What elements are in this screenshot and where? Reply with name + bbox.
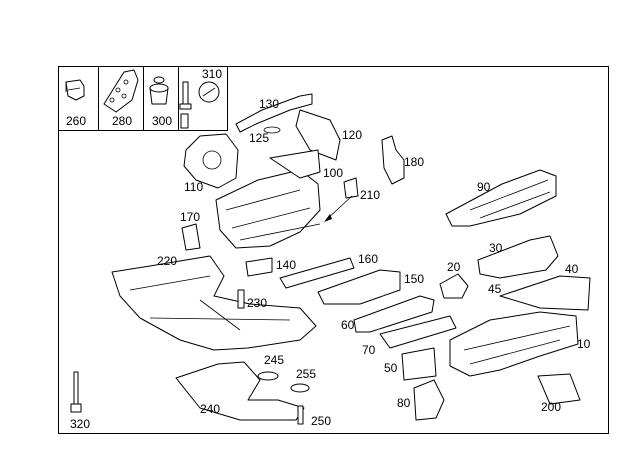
- callout-number: 150: [404, 272, 425, 286]
- bolt-250-icon: [297, 405, 304, 425]
- subframe-220-icon: [111, 255, 317, 351]
- callout-number: 170: [180, 210, 201, 224]
- callout-number: 240: [200, 402, 221, 416]
- crossmember-240-icon: [175, 361, 305, 421]
- callout-number: 230: [247, 296, 268, 310]
- rail-30-icon: [477, 235, 559, 279]
- callout-number: 10: [577, 337, 591, 351]
- callout-number: 80: [397, 396, 411, 410]
- bolt-310-icon: [179, 81, 220, 129]
- front-structure-100-icon: [215, 169, 321, 249]
- callout-number: 255: [296, 367, 317, 381]
- diagram-frame: [58, 66, 609, 434]
- washer-255-icon: [290, 383, 310, 393]
- legend-divider: [98, 66, 99, 131]
- bracket-180-icon: [381, 135, 405, 185]
- callout-number: 210: [360, 188, 381, 202]
- part-170-icon: [181, 223, 201, 251]
- rail-40-icon: [499, 275, 591, 311]
- callout-number: 250: [311, 414, 332, 428]
- callout-number: 30: [489, 241, 503, 255]
- callout-number: 90: [477, 180, 491, 194]
- callout-number: 120: [342, 128, 363, 142]
- legend-number: 310: [202, 67, 223, 81]
- front-end-10-icon: [449, 311, 579, 377]
- heat-shield-280-icon: [103, 69, 139, 113]
- washer-245-icon: [257, 371, 279, 381]
- legend-number: 280: [112, 114, 133, 128]
- callout-number: 70: [362, 343, 376, 357]
- callout-number: 45: [488, 282, 502, 296]
- callout-number: 40: [565, 262, 579, 276]
- part-80-icon: [413, 379, 445, 421]
- callout-number: 245: [264, 353, 285, 367]
- callout-number: 20: [447, 260, 461, 274]
- callout-number: 140: [276, 258, 297, 272]
- legend-divider: [178, 66, 179, 131]
- part-150-icon: [317, 269, 401, 305]
- part-20-icon: [439, 273, 469, 299]
- mount-300-icon: [149, 76, 169, 105]
- part-210-icon: [343, 177, 359, 199]
- part-160-icon: [279, 257, 355, 289]
- callout-number: 320: [70, 417, 91, 431]
- part-70-icon: [379, 315, 457, 349]
- callout-number: 110: [184, 180, 204, 194]
- part-60-icon: [353, 295, 435, 333]
- callout-number: 180: [404, 155, 425, 169]
- bolt-320-icon: [73, 371, 79, 409]
- strut-130-icon: [235, 93, 313, 133]
- clip-260-icon: [65, 79, 85, 101]
- callout-number: 160: [358, 252, 379, 266]
- wheelhouse-110-icon: [183, 133, 239, 189]
- legend-number: 260: [66, 114, 87, 128]
- part-200-icon: [537, 373, 581, 405]
- part-140-icon: [245, 257, 273, 277]
- callout-number: 200: [541, 400, 562, 414]
- callout-number: 125: [249, 131, 270, 145]
- bolt-230-icon: [237, 289, 245, 309]
- callout-number: 60: [341, 318, 355, 332]
- callout-number: 100: [323, 166, 344, 180]
- panel-120-icon: [295, 109, 341, 161]
- legend-divider: [143, 66, 144, 131]
- callout-number: 220: [157, 254, 178, 268]
- legend-number: 300: [152, 114, 173, 128]
- callout-number: 130: [259, 97, 280, 111]
- callout-number: 50: [384, 361, 398, 375]
- part-50-icon: [401, 347, 437, 381]
